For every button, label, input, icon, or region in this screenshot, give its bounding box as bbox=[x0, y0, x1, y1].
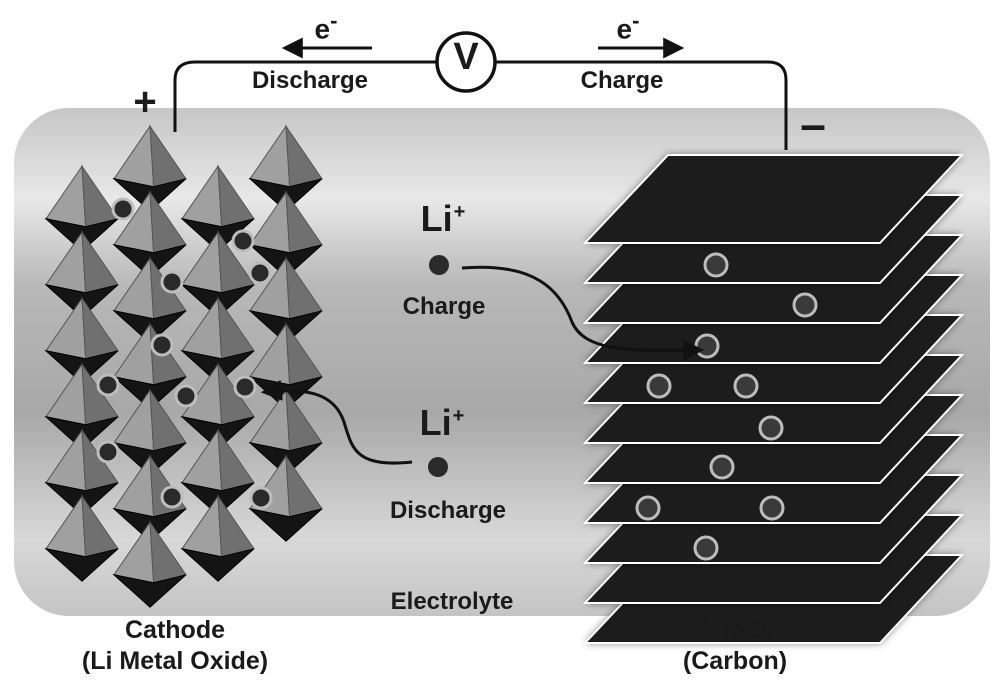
anode-graphite bbox=[582, 154, 965, 644]
voltmeter-circle bbox=[435, 31, 497, 93]
lithium-ion-anode bbox=[758, 415, 784, 441]
octahedron bbox=[180, 296, 255, 384]
lithium-ion-cathode bbox=[248, 261, 272, 285]
lithium-ion-anode bbox=[693, 535, 719, 561]
lithium-ion-cathode bbox=[174, 384, 198, 408]
discharge-ion-arrow bbox=[260, 379, 413, 465]
octahedron bbox=[180, 494, 255, 582]
lithium-ion-anode bbox=[792, 292, 818, 318]
lithium-ion-cathode bbox=[96, 373, 120, 397]
negative-terminal-sign: – bbox=[800, 98, 826, 150]
wire-left bbox=[173, 60, 437, 132]
graphite-sheet bbox=[582, 154, 965, 244]
lithium-ion-anode bbox=[635, 495, 661, 521]
electron-label-discharge: e- bbox=[314, 8, 338, 45]
ion-discharge-label: Discharge bbox=[389, 497, 507, 524]
circuit-charge-label: Charge bbox=[580, 67, 664, 94]
anode-caption: Anode (Carbon) bbox=[683, 615, 787, 677]
lithium-ion-anode bbox=[646, 373, 672, 399]
octahedron bbox=[44, 494, 119, 582]
lithium-ion-anode bbox=[759, 495, 785, 521]
lithium-ion-cathode bbox=[160, 485, 184, 509]
li-ion-charge bbox=[429, 255, 449, 275]
lithium-ion-cathode bbox=[96, 440, 120, 464]
lithium-ion-cathode bbox=[160, 270, 184, 294]
lithium-ion-anode bbox=[703, 252, 729, 278]
positive-terminal-sign: + bbox=[133, 80, 157, 124]
charge-ion-arrow bbox=[461, 265, 705, 361]
cathode-caption: Cathode (Li Metal Oxide) bbox=[82, 615, 268, 677]
cathode-ions bbox=[96, 197, 273, 510]
anode-ions bbox=[635, 252, 818, 561]
lithium-ion-anode bbox=[709, 454, 735, 480]
electrolyte-label: Electrolyte bbox=[390, 588, 514, 615]
li-ion-label-charge: Li+ bbox=[420, 198, 466, 239]
anode-caption-line2: (Carbon) bbox=[682, 647, 788, 675]
cathode-lattice bbox=[44, 124, 323, 608]
cathode-caption-line2: (Li Metal Oxide) bbox=[81, 647, 269, 675]
li-ion-label-discharge: Li+ bbox=[419, 402, 465, 443]
lithium-ion-anode bbox=[694, 333, 720, 359]
lithium-ion-anode bbox=[733, 373, 759, 399]
anode-caption-line1: Anode bbox=[696, 616, 774, 644]
lithium-ion-cathode bbox=[249, 486, 273, 510]
octahedron bbox=[112, 520, 187, 608]
circuit-discharge-label: Discharge bbox=[251, 67, 369, 94]
li-ion-discharge bbox=[428, 457, 448, 477]
voltmeter-label: V bbox=[453, 36, 479, 78]
octahedron bbox=[180, 428, 255, 516]
electron-label-charge: e- bbox=[616, 8, 640, 45]
cathode-caption-line1: Cathode bbox=[124, 616, 225, 644]
lithium-ion-cathode bbox=[150, 333, 174, 357]
ion-charge-label: Charge bbox=[402, 293, 486, 320]
lithium-ion-cathode bbox=[231, 229, 255, 253]
lithium-ion-cathode bbox=[233, 375, 257, 399]
lithium-ion-cathode bbox=[111, 197, 135, 221]
wire-right bbox=[495, 60, 788, 150]
